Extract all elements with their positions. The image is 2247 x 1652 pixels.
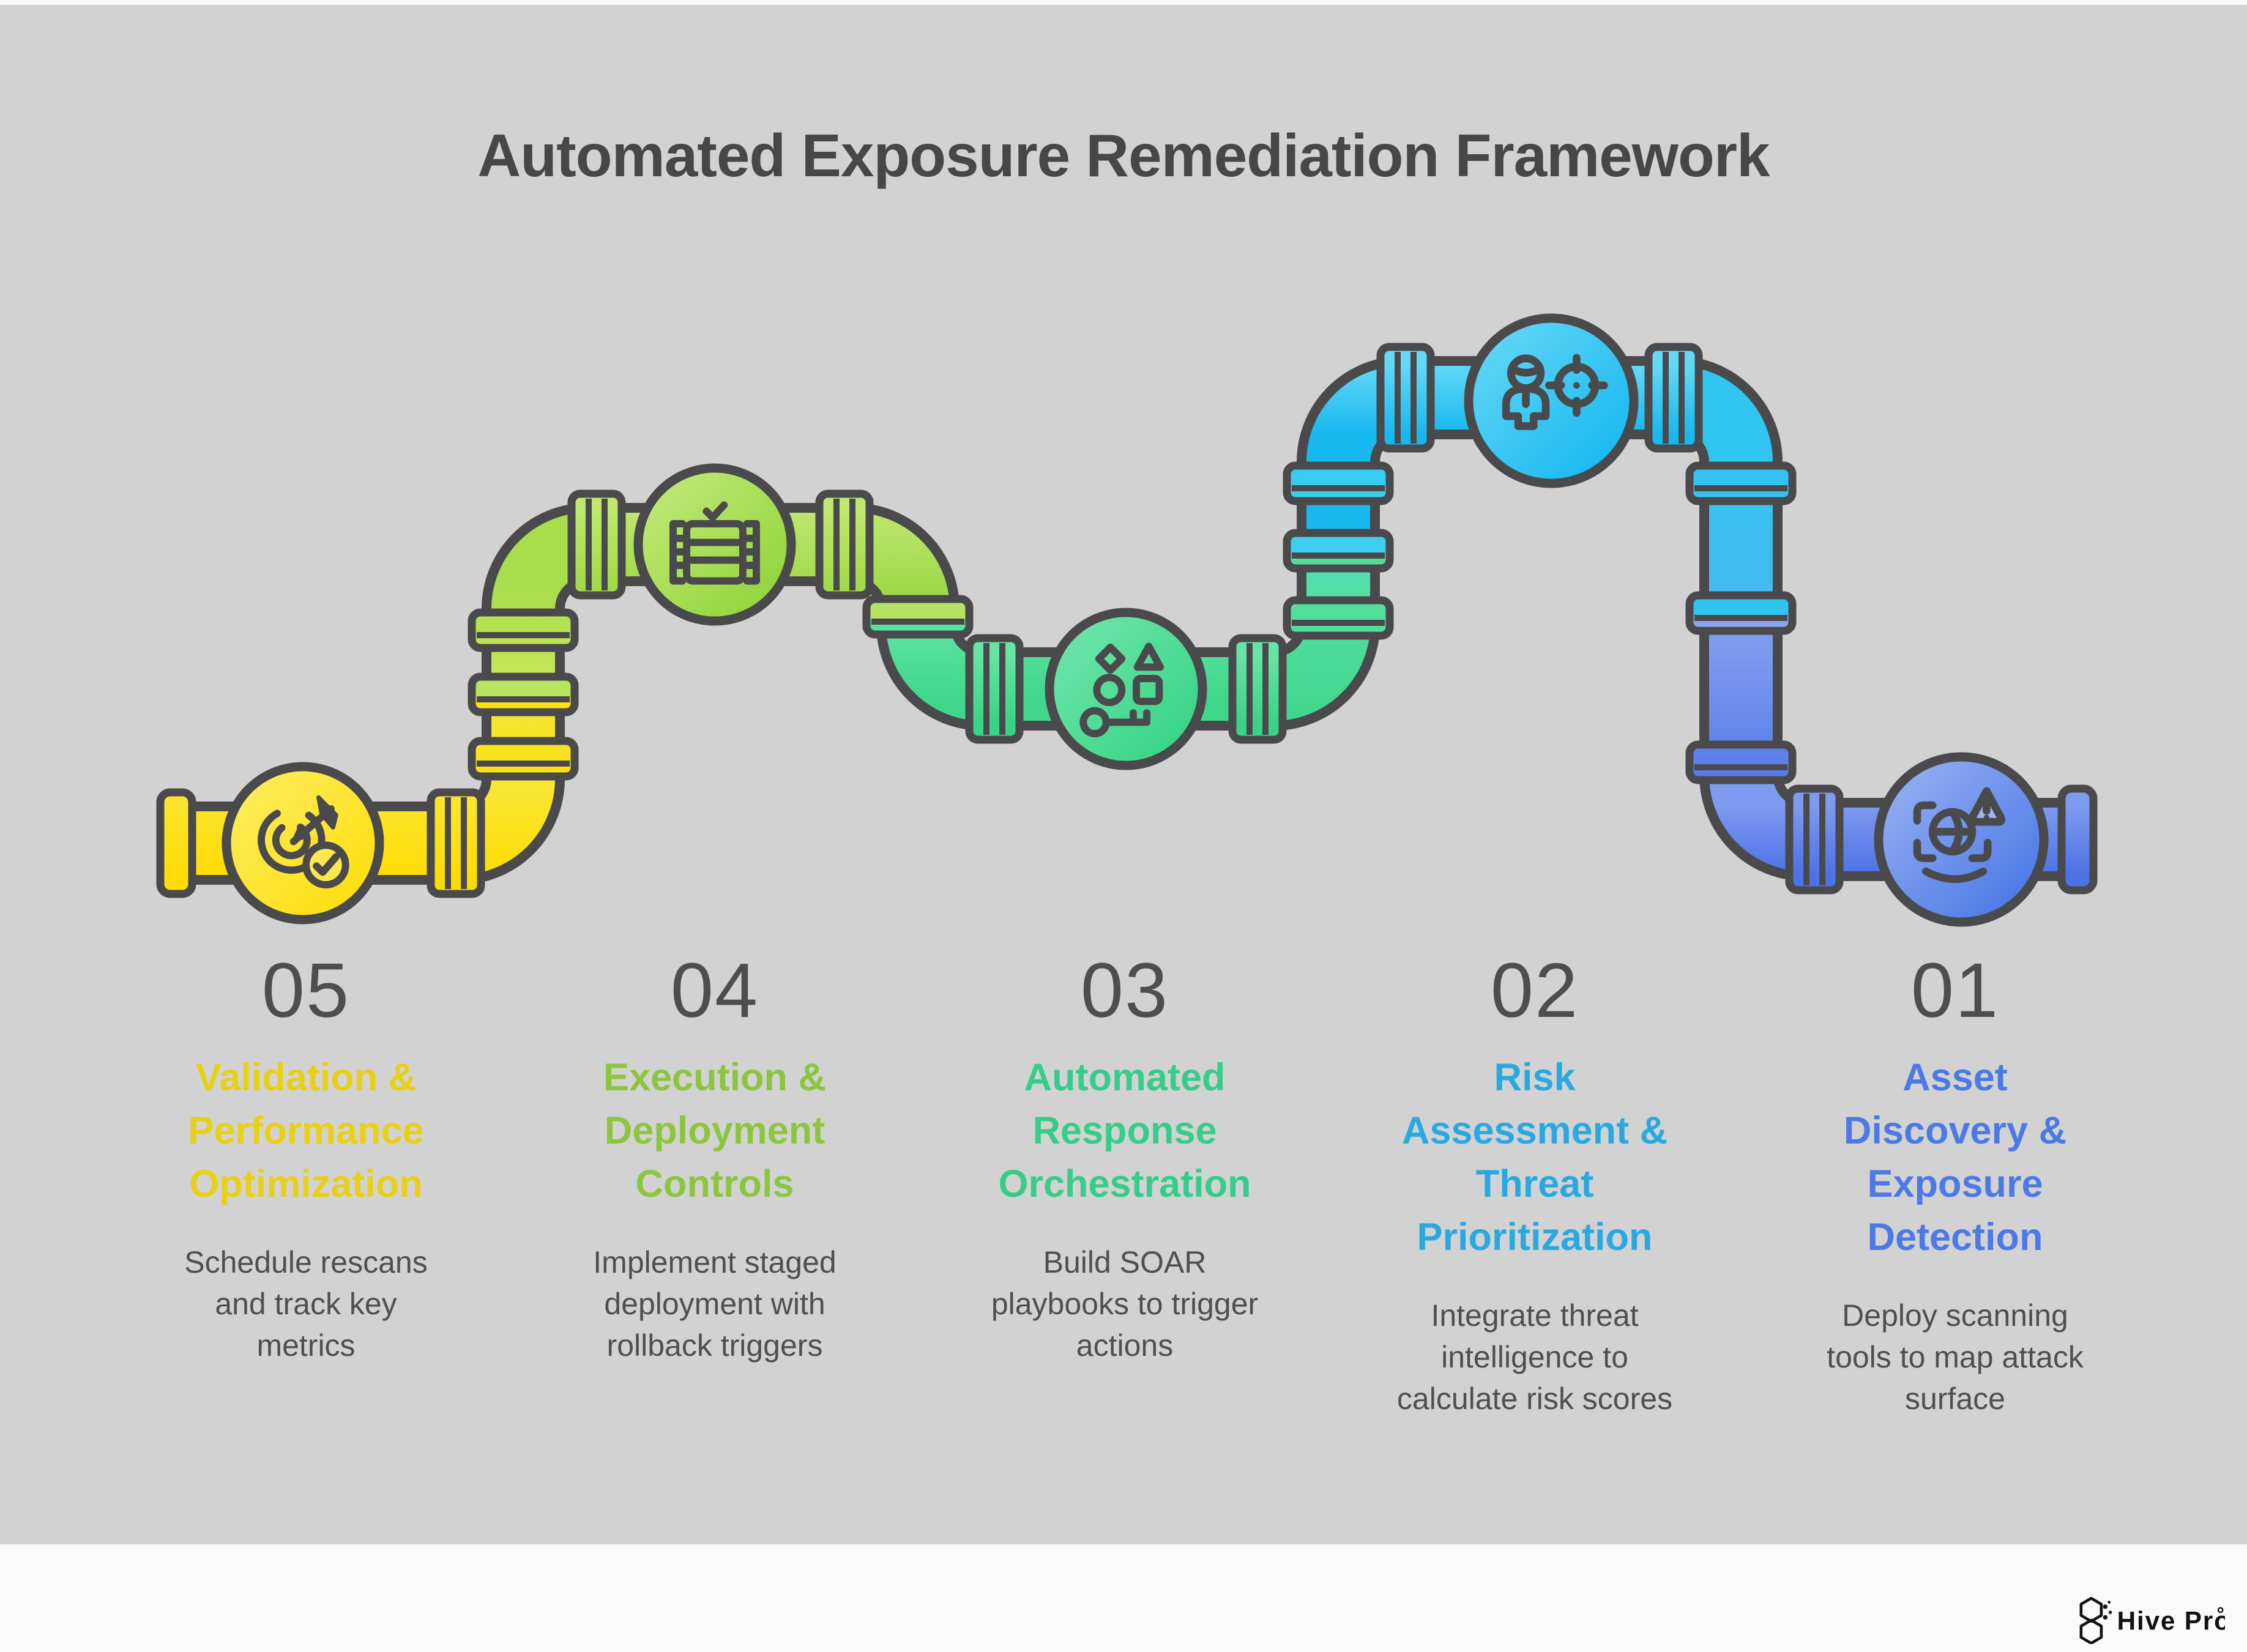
stage-title: Asset Discovery & Exposure Detection (1843, 1056, 2067, 1259)
stage-column-05: 05 Validation & Performance Optimization… (104, 952, 508, 1366)
flange (1376, 343, 1435, 453)
flange (1228, 634, 1287, 744)
stage-title: Execution & Deployment Controls (603, 1056, 827, 1205)
stage-title: Risk Assessment & Threat Prioritization (1401, 1056, 1668, 1259)
stage-column-02: 02 Risk Assessment & Threat Prioritizati… (1333, 952, 1737, 1419)
stage-number: 02 (1490, 947, 1579, 1033)
background-panel (0, 5, 2247, 1544)
flange (468, 608, 579, 652)
stage-number: 03 (1080, 947, 1169, 1033)
stage-column-03: 03 Automated Response Orchestration Buil… (923, 952, 1327, 1366)
flange (427, 788, 485, 898)
flange (1785, 784, 1844, 895)
stage-description: Schedule rescans and track key metrics (184, 1245, 428, 1363)
flange (1685, 461, 1797, 505)
stage-description: Build SOAR playbooks to trigger actions (991, 1245, 1259, 1363)
flange (468, 737, 579, 781)
hivepro-dots (2103, 1601, 2112, 1620)
staged-deployment-server-icon (669, 501, 760, 585)
flange (1685, 740, 1797, 784)
stage-title: Validation & Performance Optimization (188, 1056, 424, 1205)
flange (567, 489, 626, 600)
pipe-flanges-vertical (468, 461, 1797, 784)
orchestration-shapes-key-icon (1079, 642, 1164, 738)
hivepro-hexagons-icon (2079, 1596, 2103, 1644)
flange (1283, 529, 1394, 573)
stage-circle-02 (1464, 313, 1639, 488)
stage-number: 05 (261, 947, 351, 1033)
flange (1283, 461, 1394, 505)
stage-column-04: 04 Execution & Deployment Controls Imple… (513, 952, 917, 1366)
stage-description: Implement staged deployment with rollbac… (593, 1245, 837, 1363)
stage-column-01: 01 Asset Discovery & Exposure Detection … (1753, 952, 2157, 1419)
registered-mark-icon (2217, 1607, 2224, 1613)
hivepro-logo: Hive Pro (2073, 1596, 2225, 1644)
stage-description: Integrate threat intelligence to calcula… (1396, 1298, 1673, 1416)
pipe-flanges-horizontal (427, 343, 1844, 898)
flange (862, 595, 974, 639)
stage-number: 01 (1910, 947, 2000, 1033)
scan-globe-warning-icon (1913, 787, 2006, 883)
stage-labels: 05 Validation & Performance Optimization… (0, 952, 2247, 1539)
stage-circle-05 (222, 762, 384, 925)
stage-number: 04 (670, 947, 759, 1033)
pipe-cap-right (2057, 784, 2098, 895)
stage-title: Automated Response Orchestration (998, 1056, 1251, 1205)
flange (965, 634, 1024, 744)
flange (815, 489, 874, 600)
hivepro-wordmark: Hive Pro (2117, 1607, 2225, 1635)
stage-description: Deploy scanning tools to map attack surf… (1827, 1298, 2084, 1416)
flange (468, 672, 579, 716)
flange (1685, 591, 1797, 635)
target-arrow-check-icon (258, 795, 349, 888)
pipe-cap-left (156, 788, 196, 898)
person-crosshair-icon (1502, 354, 1608, 430)
flange (1283, 596, 1394, 640)
stage-circle-03 (1045, 608, 1207, 770)
flange (1644, 343, 1703, 453)
page-title: Automated Exposure Remediation Framework (477, 122, 1770, 189)
